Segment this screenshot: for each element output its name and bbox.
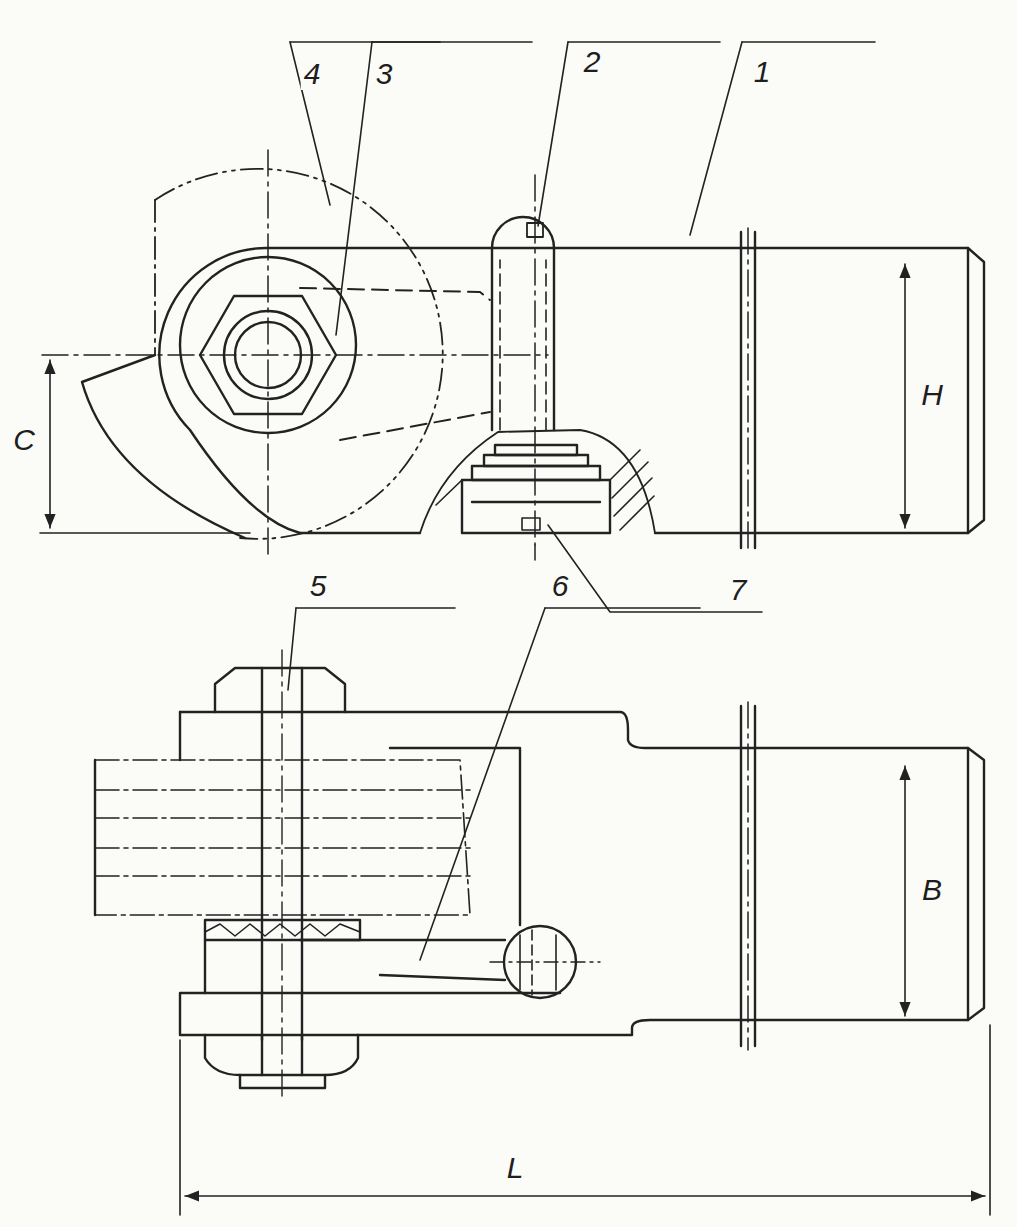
callout-number: 2 bbox=[581, 46, 604, 78]
callout-number: 5 bbox=[307, 570, 330, 602]
dimension-label: L bbox=[504, 1152, 527, 1184]
plan-view bbox=[95, 650, 990, 1215]
dimension-label: H bbox=[918, 379, 946, 411]
callout-number: 3 bbox=[373, 58, 396, 90]
callout-number: 1 bbox=[751, 56, 774, 88]
callout-number: 6 bbox=[549, 570, 572, 602]
callout-number: 7 bbox=[727, 574, 750, 606]
side-view bbox=[40, 150, 984, 560]
leader-lines bbox=[288, 42, 875, 960]
dimension-label: C bbox=[10, 424, 38, 456]
dimension-label: B bbox=[919, 874, 945, 906]
callout-number: 4 bbox=[301, 58, 324, 90]
